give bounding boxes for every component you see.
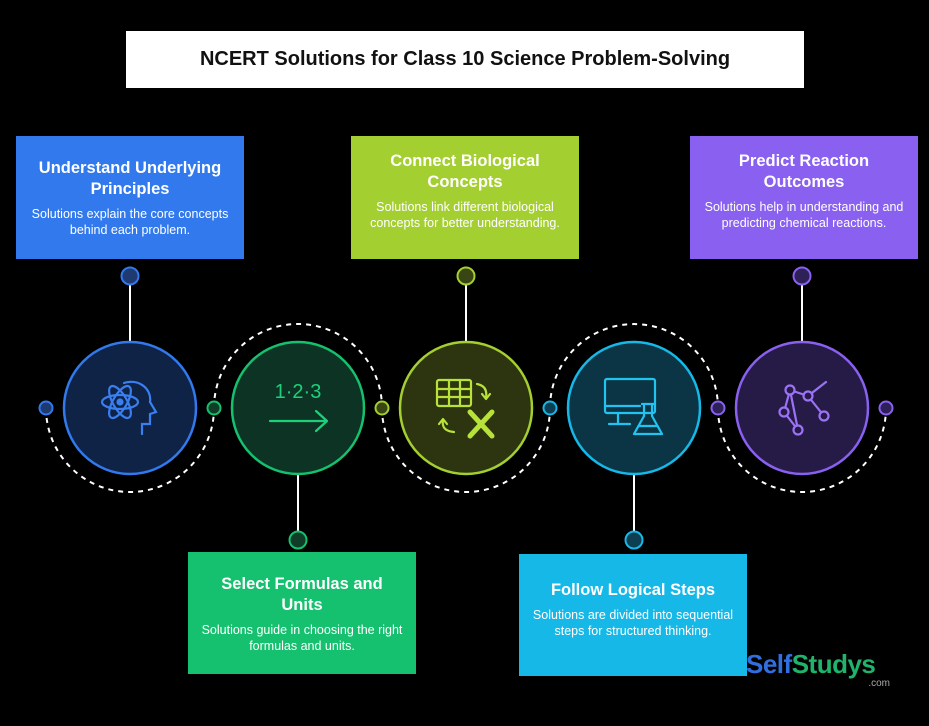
- step-card-4: Follow Logical Steps Solutions are divid…: [519, 554, 747, 676]
- step-card-3: Connect Biological Concepts Solutions li…: [351, 136, 579, 259]
- connector-dots: [120, 266, 812, 550]
- molecule-network-icon: [778, 380, 830, 436]
- step-circle-4: [566, 340, 702, 476]
- step-heading: Predict Reaction Outcomes: [738, 152, 870, 191]
- brand-suffix: .com: [868, 678, 890, 689]
- connector-dot-2: [288, 530, 308, 550]
- arc-dots: [38, 400, 894, 416]
- arc-4: [549, 323, 719, 409]
- arc-2: [213, 323, 383, 409]
- arc-dot-5: [710, 400, 726, 416]
- step-description: Solutions are divided into sequential st…: [532, 608, 734, 638]
- arc-dot-3: [374, 400, 390, 416]
- step-heading: Understand Underlying Principles: [38, 159, 222, 198]
- arc-1: [45, 407, 215, 493]
- step-heading: Follow Logical Steps: [550, 581, 716, 599]
- connector-dot-3: [456, 266, 476, 286]
- arc-dot-1: [38, 400, 54, 416]
- title-banner: NCERT Solutions for Class 10 Science Pro…: [126, 31, 804, 88]
- step-circle-3: [398, 340, 534, 476]
- brand-part-1: Self: [746, 649, 792, 679]
- atom-head-icon: [100, 380, 158, 436]
- step-description: Solutions explain the core concepts behi…: [31, 207, 229, 237]
- brand-logo: SelfStudys .com: [746, 650, 896, 690]
- page-title: NCERT Solutions for Class 10 Science Pro…: [199, 48, 731, 70]
- step-card-2: Select Formulas and Units Solutions guid…: [188, 552, 416, 674]
- step-card-1: Understand Underlying Principles Solutio…: [16, 136, 244, 259]
- connector-lines: [129, 284, 803, 532]
- step-circle-5: [734, 340, 870, 476]
- arc-3: [381, 407, 551, 493]
- brand-part-2: Studys: [791, 649, 876, 679]
- arc-dot-2: [206, 400, 222, 416]
- step-card-5: Predict Reaction Outcomes Solutions help…: [690, 136, 918, 259]
- connector-dot-5: [792, 266, 812, 286]
- dashed-arcs: [45, 323, 887, 493]
- step-heading: Connect Biological Concepts: [390, 152, 540, 191]
- connector-dot-1: [120, 266, 140, 286]
- sequence-arrow-icon: 1·2·3: [268, 381, 329, 433]
- spreadsheet-exchange-icon: [435, 378, 495, 439]
- computer-flask-icon: [603, 377, 664, 436]
- arc-dot-6: [878, 400, 894, 416]
- sequence-label: 1·2·3: [275, 381, 322, 403]
- step-circle-2: [230, 340, 366, 476]
- step-description: Solutions link different biological conc…: [370, 200, 560, 230]
- arc-dot-4: [542, 400, 558, 416]
- arc-5: [717, 407, 887, 493]
- step-description: Solutions help in understanding and pred…: [704, 200, 904, 230]
- step-heading: Select Formulas and Units: [221, 575, 383, 614]
- connector-dot-4: [624, 530, 644, 550]
- step-description: Solutions guide in choosing the right fo…: [201, 623, 403, 653]
